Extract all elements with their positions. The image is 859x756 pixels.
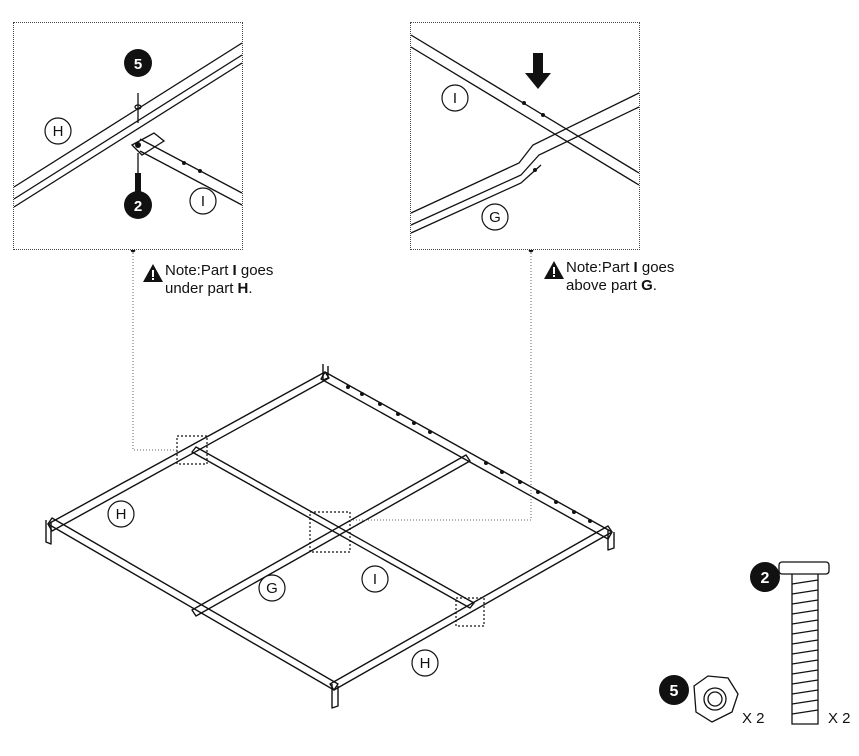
rail-h-back xyxy=(47,371,330,532)
callout-nut-label: 5 xyxy=(670,683,679,700)
detail-panel-left: 5 2 H I xyxy=(13,22,243,250)
bolt-icon xyxy=(778,561,830,725)
rail-i-center xyxy=(191,446,475,609)
note-right-prefix: Note:Part xyxy=(566,259,634,276)
callout-bolt-circle xyxy=(750,562,780,592)
warning-icon xyxy=(544,261,564,279)
label-i: I xyxy=(201,193,205,210)
note-right-mid: goes xyxy=(637,259,675,276)
note-left-part1: I xyxy=(232,262,237,279)
note-left-line2: under part xyxy=(165,280,238,297)
note-right-part2: G xyxy=(641,277,653,294)
label-g: G xyxy=(266,580,278,597)
label-h: H xyxy=(53,123,64,140)
callout-nut-circle xyxy=(124,49,152,77)
note-right-line2: above part xyxy=(566,277,642,294)
detail-panel-right: I G xyxy=(410,22,640,250)
label-h-front: H xyxy=(420,655,431,672)
note-left-part2: H xyxy=(237,280,249,297)
callout-nut-circle xyxy=(659,675,689,705)
note-left: Note:Part I goes under part H. xyxy=(142,262,342,302)
detail-box-right xyxy=(455,597,485,627)
down-arrow-icon xyxy=(525,53,551,89)
label-h-back-circle xyxy=(107,500,135,528)
bolt-quantity: X 2 xyxy=(828,710,851,727)
note-right-end: . xyxy=(652,277,657,294)
label-h-back: H xyxy=(116,506,127,523)
label-g-circle xyxy=(258,574,286,602)
label-i: I xyxy=(453,90,457,107)
rail-left xyxy=(47,517,339,691)
callout-nut-label: 5 xyxy=(134,56,142,73)
nut-icon xyxy=(693,675,739,723)
detail-right-drawing: I G xyxy=(411,34,639,234)
callout-bolt-label: 2 xyxy=(134,198,142,215)
label-i: I xyxy=(373,571,377,588)
rail-g-cross xyxy=(191,454,471,617)
nut-quantity: X 2 xyxy=(742,710,765,727)
note-left-mid: goes xyxy=(236,262,274,279)
warning-icon xyxy=(143,264,163,282)
note-right: Note:Part I goes above part G. xyxy=(543,259,743,299)
detail-left-drawing: 5 2 H I xyxy=(14,42,242,219)
note-left-end: . xyxy=(248,280,253,297)
note-right-part1: I xyxy=(633,259,638,276)
label-h-front-circle xyxy=(411,649,439,677)
label-i-circle xyxy=(361,565,389,593)
callout-bolt-circle xyxy=(124,191,152,219)
note-left-prefix: Note:Part xyxy=(165,262,233,279)
callout-bolt-label: 2 xyxy=(761,570,770,587)
detail-box-center xyxy=(309,511,351,553)
label-g: G xyxy=(489,209,501,226)
rail-h-front xyxy=(329,525,613,691)
